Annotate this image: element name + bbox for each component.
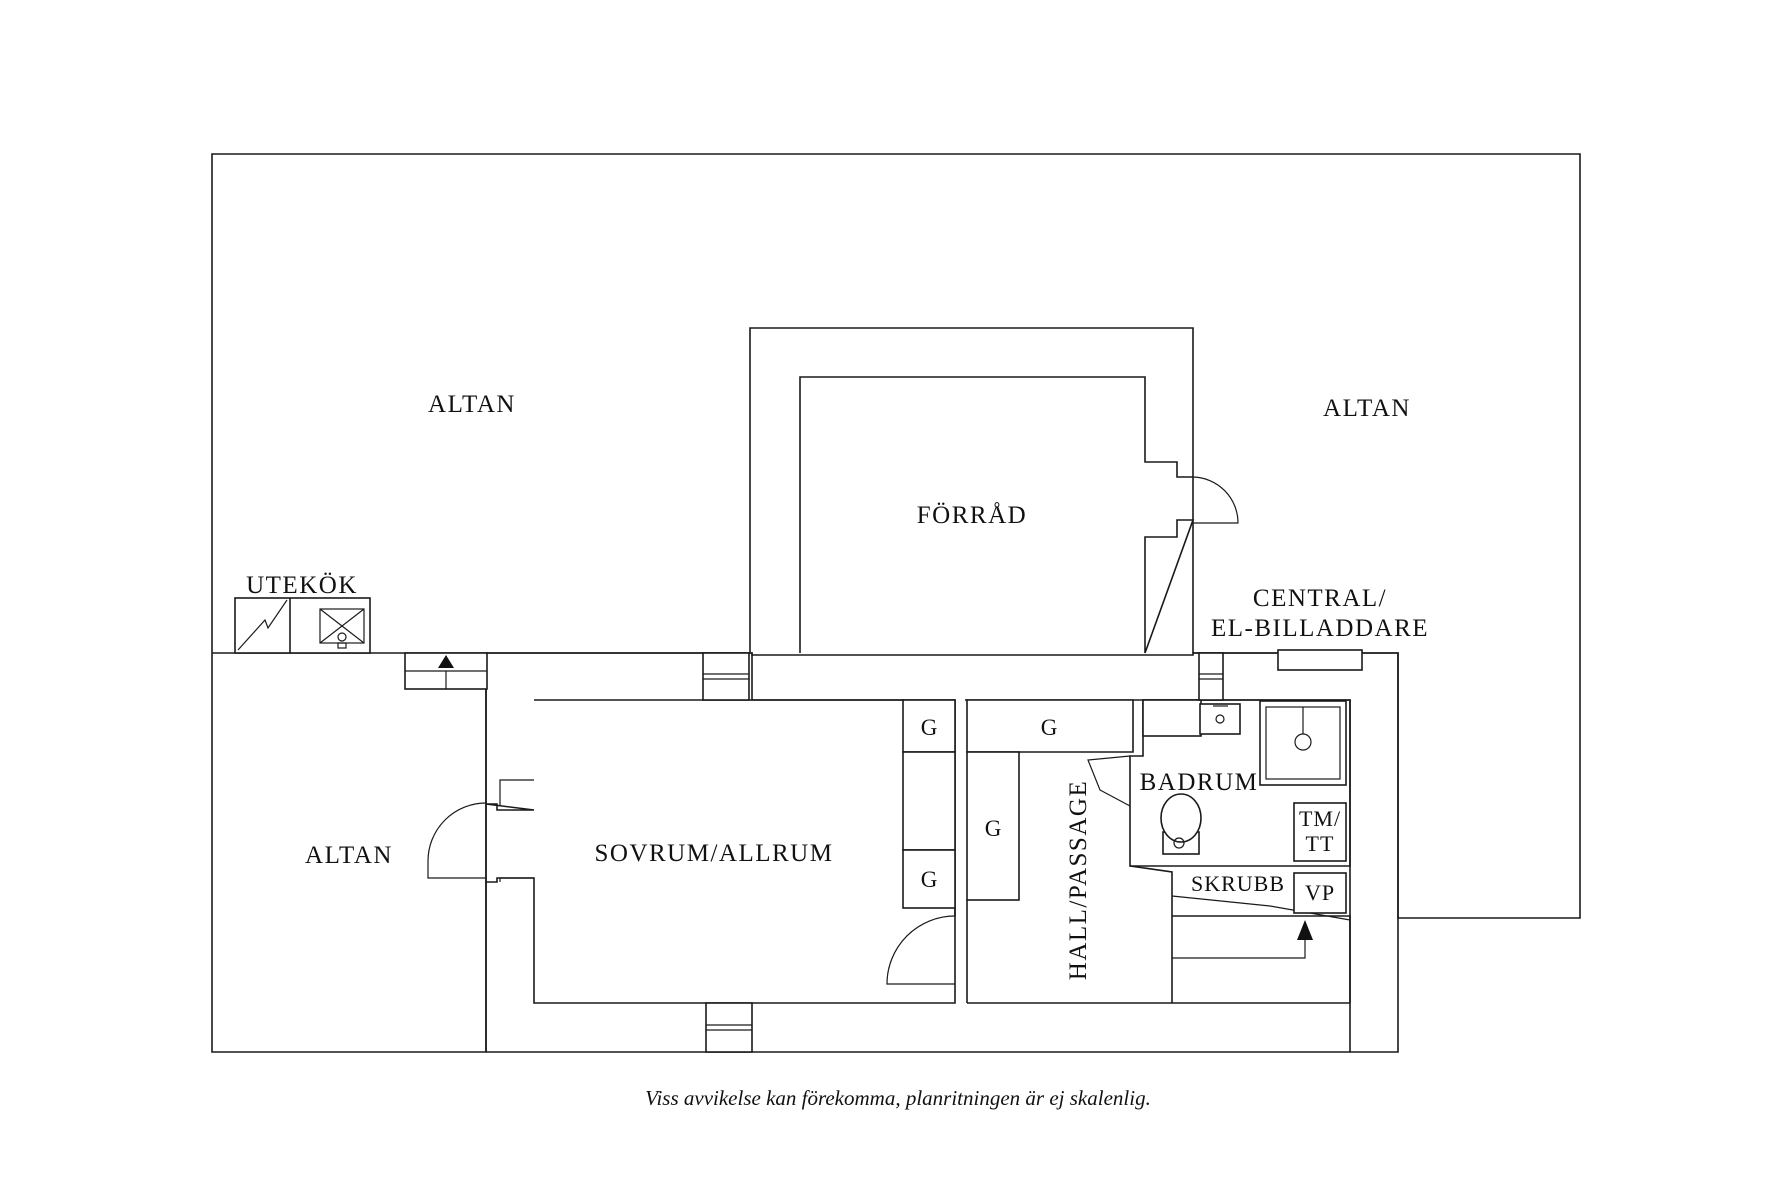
window-deck-left — [404, 652, 488, 690]
label-tm-line1: TM/ — [1299, 806, 1341, 831]
wardrobe-g1 — [902, 699, 956, 753]
entrance-arrow-icon — [1297, 920, 1313, 940]
stove-icon — [237, 599, 288, 651]
closet-door-frame — [1171, 895, 1351, 921]
storage-outer-wall — [749, 327, 1194, 653]
storage-inner-room — [799, 376, 1195, 654]
label-badrum: BADRUM — [1140, 769, 1259, 796]
label-g2: G — [1041, 715, 1058, 740]
label-g4: G — [921, 867, 938, 892]
label-central-line1: CENTRAL/ — [1253, 585, 1387, 612]
vp-box — [1293, 872, 1347, 914]
window-hall-top — [1198, 652, 1224, 701]
window-bedroom-top — [702, 652, 750, 701]
central-box — [1277, 649, 1363, 671]
label-forrad: FÖRRÅD — [917, 502, 1027, 529]
closet-walls — [1129, 865, 1351, 1003]
label-g3: G — [985, 816, 1002, 841]
label-central-line2: EL-BILLADDARE — [1211, 615, 1429, 642]
label-hall: HALL/PASSAGE — [1065, 780, 1092, 980]
bedroom-left-jog — [499, 779, 534, 882]
hall-wardrobe-top — [966, 699, 1134, 753]
label-tm-line2: TT — [1306, 831, 1335, 856]
label-skrubb: SKRUBB — [1191, 871, 1285, 896]
bathroom-sink-counter — [1142, 699, 1202, 737]
sink-icon — [1199, 703, 1241, 735]
bedroom-door-left — [427, 802, 487, 879]
wardrobe-column — [902, 751, 956, 851]
storage-door — [1192, 476, 1239, 524]
label-altan-bottom-left: ALTAN — [305, 842, 393, 869]
hall-entry-door — [886, 915, 956, 985]
label-altan-top-left: ALTAN — [428, 391, 516, 418]
outdoor-kitchen-counter — [234, 597, 371, 654]
window-bedroom-bottom — [705, 1002, 753, 1053]
toilet-icon — [1160, 793, 1202, 855]
label-altan-right: ALTAN — [1323, 395, 1411, 422]
sink-icon — [319, 608, 365, 649]
label-vp: VP — [1305, 880, 1335, 905]
label-g1: G — [921, 715, 938, 740]
label-utekok: UTEKÖK — [246, 572, 358, 599]
footnote: Viss avvikelse kan förekomma, planritnin… — [645, 1086, 1151, 1110]
wardrobe-g2 — [902, 849, 956, 909]
closet-inner-line — [1172, 931, 1306, 959]
shower-icon — [1259, 700, 1347, 786]
label-sovrum: SOVRUM/ALLRUM — [595, 840, 834, 867]
hall-wardrobe-side — [966, 751, 1020, 901]
tm-tt-box — [1293, 802, 1347, 862]
bathroom-door-frame — [1087, 755, 1131, 807]
